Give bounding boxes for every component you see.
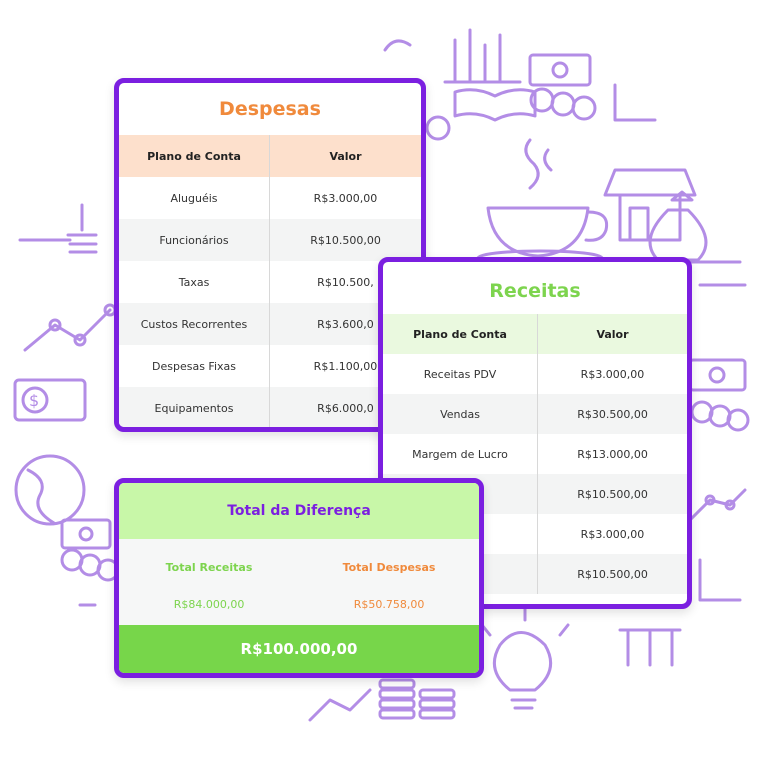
svg-text:$: $ [29,391,39,410]
row-account: Receitas PDV [383,354,538,394]
total-receitas-column: Total Receitas R$84.000,00 [119,539,299,625]
table-row: Margem de Lucro R$13.000,00 [383,434,687,474]
row-value: R$10.500, [317,275,374,289]
money-bill-icon: $ [13,378,87,422]
receitas-title: Receitas [489,280,581,302]
table-row: Taxas R$10.500, [119,261,421,303]
total-despesas-label: Total Despesas [342,561,436,574]
row-value: R$3.000,00 [580,527,645,541]
row-account: Equipamentos [119,387,270,427]
total-columns: Total Receitas R$84.000,00 Total Despesa… [119,539,479,625]
line-chart-icon [688,488,747,522]
row-value: R$13.000,00 [577,447,648,461]
coins-icon [378,678,456,720]
row-value: R$3.600,0 [317,317,374,331]
total-receitas-value: R$84.000,00 [173,598,245,611]
row-account: Funcionários [119,219,270,261]
storefront-icon [603,168,697,242]
pillar-icon [618,628,682,667]
row-value: R$6.000,0 [317,401,374,415]
euro-coin-icon [425,115,451,141]
line-chart-icon [23,303,117,352]
row-value: R$30.500,00 [577,407,648,421]
total-receitas-label: Total Receitas [165,561,253,574]
table-row: Custos Recorrentes R$3.600,0 [119,303,421,345]
stacked-coins-icon [66,203,98,254]
total-card: Total da Diferença Total Receitas R$84.0… [114,478,484,678]
despesas-title: Despesas [219,98,321,120]
table-row: Despesas Fixas R$1.100,00 [119,345,421,387]
money-bill-icon [688,358,747,392]
bar-chart-icon [443,28,522,84]
table-row: Funcionários R$10.500,00 [119,219,421,261]
lightbulb-icon [480,606,570,710]
total-despesas-column: Total Despesas R$50.758,00 [299,539,479,625]
row-account: Aluguéis [119,177,270,219]
despesas-header-row: Plano de Conta Valor [119,135,421,177]
book-icon [453,88,537,122]
globe-icon [14,454,86,526]
coffee-cup-icon [476,138,609,267]
table-row: Vendas R$30.500,00 [383,394,687,434]
row-value: R$1.100,00 [313,359,378,373]
money-bag-icon [648,190,708,262]
receitas-header-row: Plano de Conta Valor [383,314,687,354]
money-bill-icon [60,518,112,550]
column-header-valor: Valor [596,327,629,341]
money-bill-icon [528,53,592,87]
total-title: Total da Diferença [119,483,479,539]
row-value: R$3.000,00 [313,191,378,205]
column-header-plano: Plano de Conta [119,135,270,177]
despesas-card: Despesas Plano de Conta Valor Aluguéis R… [114,78,426,432]
row-account: Vendas [383,394,538,434]
coins-icon [60,548,120,582]
row-value: R$10.500,00 [310,233,381,247]
row-account: Taxas [119,261,270,303]
coins-icon [529,87,597,121]
row-value: R$10.500,00 [577,487,648,501]
row-account: Despesas Fixas [119,345,270,387]
grand-total: R$100.000,00 [119,625,479,673]
line-chart-icon [308,688,372,722]
frame-icon [613,83,657,122]
row-value: R$10.500,00 [577,567,648,581]
coins-icon [690,400,750,432]
total-despesas-value: R$50.758,00 [353,598,425,611]
row-account: Custos Recorrentes [119,303,270,345]
row-value: R$3.000,00 [580,367,645,381]
column-header-valor: Valor [329,149,362,163]
column-header-plano: Plano de Conta [383,314,538,354]
despesas-table: Plano de Conta Valor Aluguéis R$3.000,00… [119,135,421,427]
table-row: Receitas PDV R$3.000,00 [383,354,687,394]
row-account: Margem de Lucro [383,434,538,474]
table-row: Aluguéis R$3.000,00 [119,177,421,219]
table-row: Equipamentos R$6.000,0 [119,387,421,427]
